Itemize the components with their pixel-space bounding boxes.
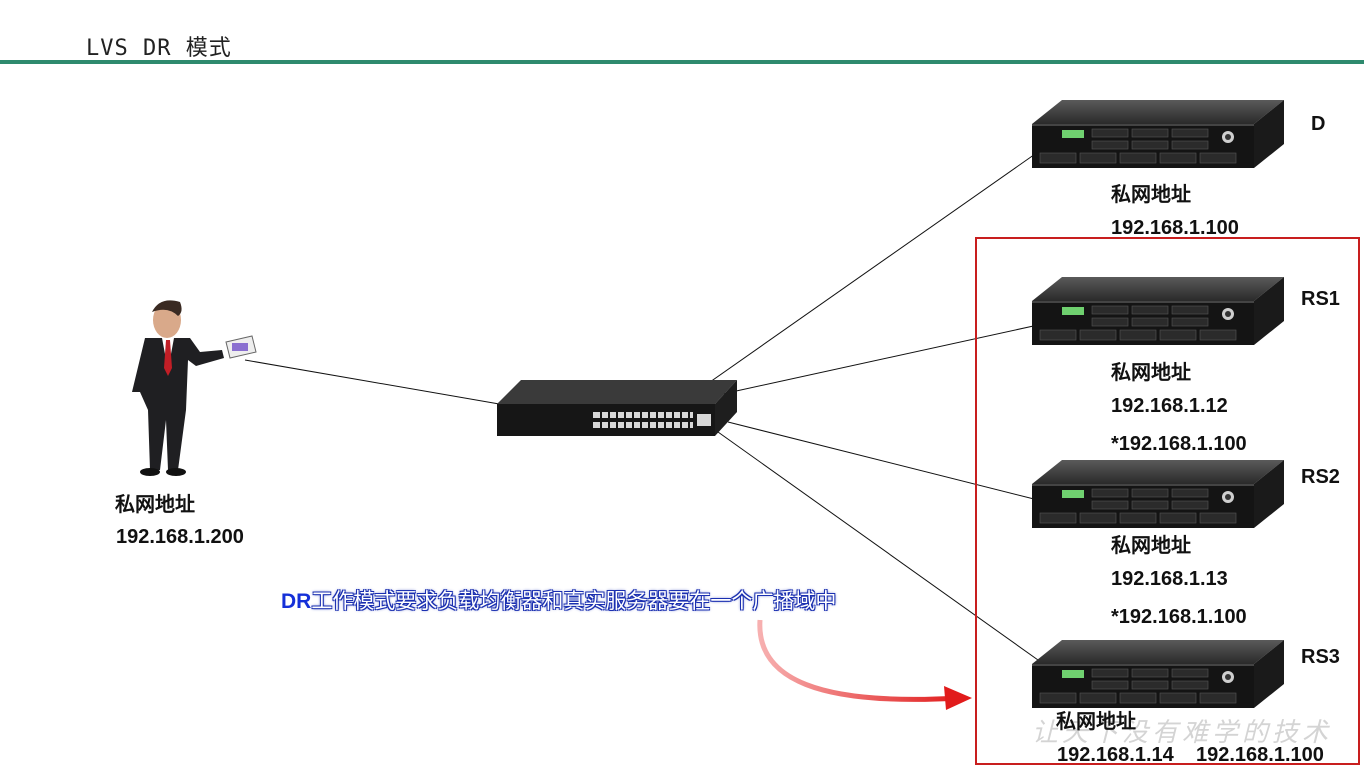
director-name: D: [1311, 113, 1326, 135]
note-text: 工作模式要求负载均衡器和真实服务器要在一个广播域中: [311, 589, 837, 613]
link-switch-rs1: [717, 324, 1039, 396]
watermark: 让天下没有难学的技术: [1032, 718, 1333, 748]
link-client-switch: [244, 359, 506, 406]
rs1-name: RS1: [1301, 288, 1340, 310]
client-label: 私网地址: [115, 492, 195, 516]
network-links: [244, 151, 1039, 661]
rs1-ip: 192.168.1.12: [1111, 395, 1228, 417]
link-switch-rs2: [727, 421, 1039, 501]
note-prefix: DR: [281, 590, 312, 613]
director-label: 私网地址: [1111, 182, 1191, 206]
real-server-group-border: [975, 237, 1360, 765]
client-person-icon: [132, 300, 257, 476]
rs2-name: RS2: [1301, 466, 1340, 488]
rs1-vip: *192.168.1.100: [1111, 433, 1247, 455]
director-ip: 192.168.1.100: [1111, 217, 1239, 239]
rs3-vip: 192.168.1.100: [1196, 744, 1324, 766]
rs2-ip: 192.168.1.13: [1111, 568, 1228, 590]
title-rule: [0, 60, 1364, 64]
callout-arrowhead: [944, 686, 972, 710]
callout-arrow: [757, 619, 961, 702]
rs3-ip: 192.168.1.14: [1057, 744, 1174, 766]
dr-requirement-note: DR工作模式要求负载均衡器和真实服务器要在一个广播域中: [281, 585, 836, 615]
slide-title: LVS DR 模式: [86, 36, 232, 61]
director-server-icon: [1031, 99, 1285, 169]
rs2-label: 私网地址: [1111, 533, 1191, 557]
link-switch-director: [709, 151, 1039, 383]
switch-icon: [497, 380, 737, 436]
link-switch-rs3: [717, 431, 1039, 661]
client-ip: 192.168.1.200: [116, 526, 244, 548]
rs3-name: RS3: [1301, 646, 1340, 668]
rs3-label: 私网地址: [1056, 709, 1136, 733]
rs1-label: 私网地址: [1111, 360, 1191, 384]
rs2-vip: *192.168.1.100: [1111, 606, 1247, 628]
